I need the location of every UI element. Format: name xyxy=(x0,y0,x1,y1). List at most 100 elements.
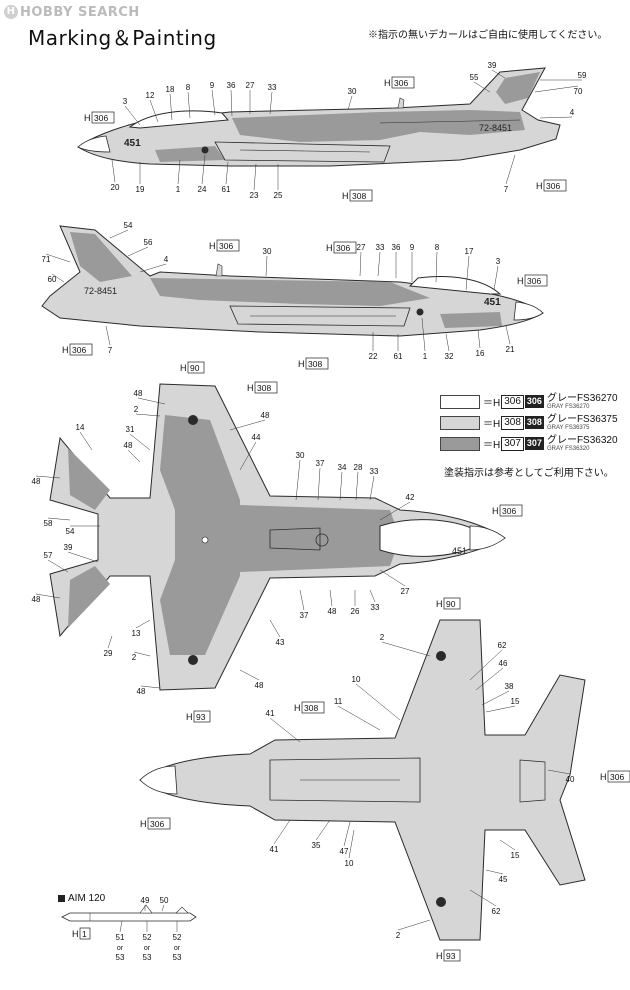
h-letter: H xyxy=(180,363,187,373)
callout-leader-line xyxy=(369,475,375,501)
callout-leader-line xyxy=(343,821,351,847)
top-view: 451 xyxy=(49,383,506,691)
bottom-callout: 62 xyxy=(492,907,501,916)
callout-leader-line xyxy=(269,91,273,115)
top-callout: 43 xyxy=(276,638,285,647)
side-b-callout: 21 xyxy=(506,345,515,354)
legend-name-en: GRAY FS36320 xyxy=(546,445,590,452)
bottom-callout: 2 xyxy=(396,931,401,940)
legend-equals: ＝H xyxy=(483,398,501,409)
callout-leader-line xyxy=(111,159,116,183)
callout-leader-line xyxy=(295,459,301,501)
side-a-callout: 12 xyxy=(146,91,155,100)
top-callout: 14 xyxy=(76,423,85,432)
callout-leader-line xyxy=(534,85,579,93)
side-b-callout: 54 xyxy=(124,221,133,230)
top-callout: 57 xyxy=(44,551,53,560)
legend-code: 307 xyxy=(501,436,524,451)
legend-code: 308 xyxy=(501,415,524,430)
h-code-number: 306 xyxy=(527,276,541,286)
top-callout: 31 xyxy=(126,425,135,434)
callout-leader-line xyxy=(481,690,510,706)
bottom-callout: 41 xyxy=(270,845,279,854)
callout-leader-line xyxy=(421,317,426,352)
legend-row: ＝H 308 308 グレーFS36375 GRAY FS36375 xyxy=(440,413,630,432)
side-a-callout: 33 xyxy=(268,83,277,92)
callout-leader-line xyxy=(230,89,233,117)
side-a-callout: 36 xyxy=(227,81,236,90)
callout-leader-line xyxy=(355,471,359,501)
callout-leader-line xyxy=(381,641,431,657)
bottom-callout: 62 xyxy=(498,641,507,650)
callout-leader-line xyxy=(493,265,499,291)
side-b-callout: 27 xyxy=(357,243,366,252)
h-code-box xyxy=(187,361,205,374)
top-callout: 48 xyxy=(137,687,146,696)
side-b-callout: 8 xyxy=(435,243,440,252)
h-code-box xyxy=(543,179,567,192)
bottom-view xyxy=(139,619,586,941)
h-code-box xyxy=(443,597,461,610)
h-code-number: 306 xyxy=(94,113,108,123)
callout-leader-line xyxy=(229,419,266,431)
top-callout: 48 xyxy=(134,389,143,398)
callout-leader-line xyxy=(139,263,167,273)
side-a-callout: 8 xyxy=(186,83,191,92)
h-code-number: 93 xyxy=(446,951,456,961)
callout-leader-line xyxy=(465,255,470,291)
legend-code-badge: 307 xyxy=(524,437,544,450)
callout-leader-line xyxy=(169,93,173,121)
callout-leader-line xyxy=(269,717,301,743)
aim-or-text: or xyxy=(117,945,124,952)
top-callout: 48 xyxy=(32,477,41,486)
bottom-callout: 2 xyxy=(380,633,385,642)
legend-swatch xyxy=(440,394,480,409)
callout-leaders xyxy=(35,69,582,933)
top-callout: 37 xyxy=(300,611,309,620)
callout-leader-line xyxy=(299,589,305,611)
bottom-callout: 10 xyxy=(345,859,354,868)
side-b-callout: 61 xyxy=(394,352,403,361)
top-callout: 28 xyxy=(354,463,363,472)
aim-callout: 52 xyxy=(143,933,152,942)
h-letter: H xyxy=(342,191,349,201)
legend-code-badge: 306 xyxy=(524,395,544,408)
callout-leader-line xyxy=(379,501,411,521)
bottom-callout: 45 xyxy=(499,875,508,884)
callout-leader-line xyxy=(505,325,511,345)
aim-callout: 53 xyxy=(173,953,182,962)
h-letter: H xyxy=(517,276,524,286)
side-b-callout: 3 xyxy=(496,257,501,266)
top-callout: 34 xyxy=(338,463,347,472)
callout-leader-line xyxy=(161,904,165,912)
callout-leader-line xyxy=(149,99,159,123)
side-a-callout: 9 xyxy=(210,81,215,90)
side-b-callout: 17 xyxy=(465,247,474,256)
callout-leader-line xyxy=(435,251,438,283)
callout-leader-line xyxy=(339,471,343,501)
h-code-number: 306 xyxy=(502,506,516,516)
bottom-callout: 10 xyxy=(352,675,361,684)
callout-leader-line xyxy=(469,889,497,907)
h-code-number: 306 xyxy=(610,772,624,782)
callout-leader-line xyxy=(369,589,376,603)
h-code-box xyxy=(79,927,91,940)
h-letter: H xyxy=(140,819,147,829)
callout-leader-line xyxy=(105,325,111,346)
bottom-callout: 15 xyxy=(511,851,520,860)
side-a-callout: 4 xyxy=(570,108,575,117)
bottom-callout: 11 xyxy=(334,697,343,706)
callout-leader-line xyxy=(359,251,362,277)
top-callout: 29 xyxy=(104,649,113,658)
bottom-callout: 46 xyxy=(499,659,508,668)
callout-leader-line xyxy=(239,669,260,681)
